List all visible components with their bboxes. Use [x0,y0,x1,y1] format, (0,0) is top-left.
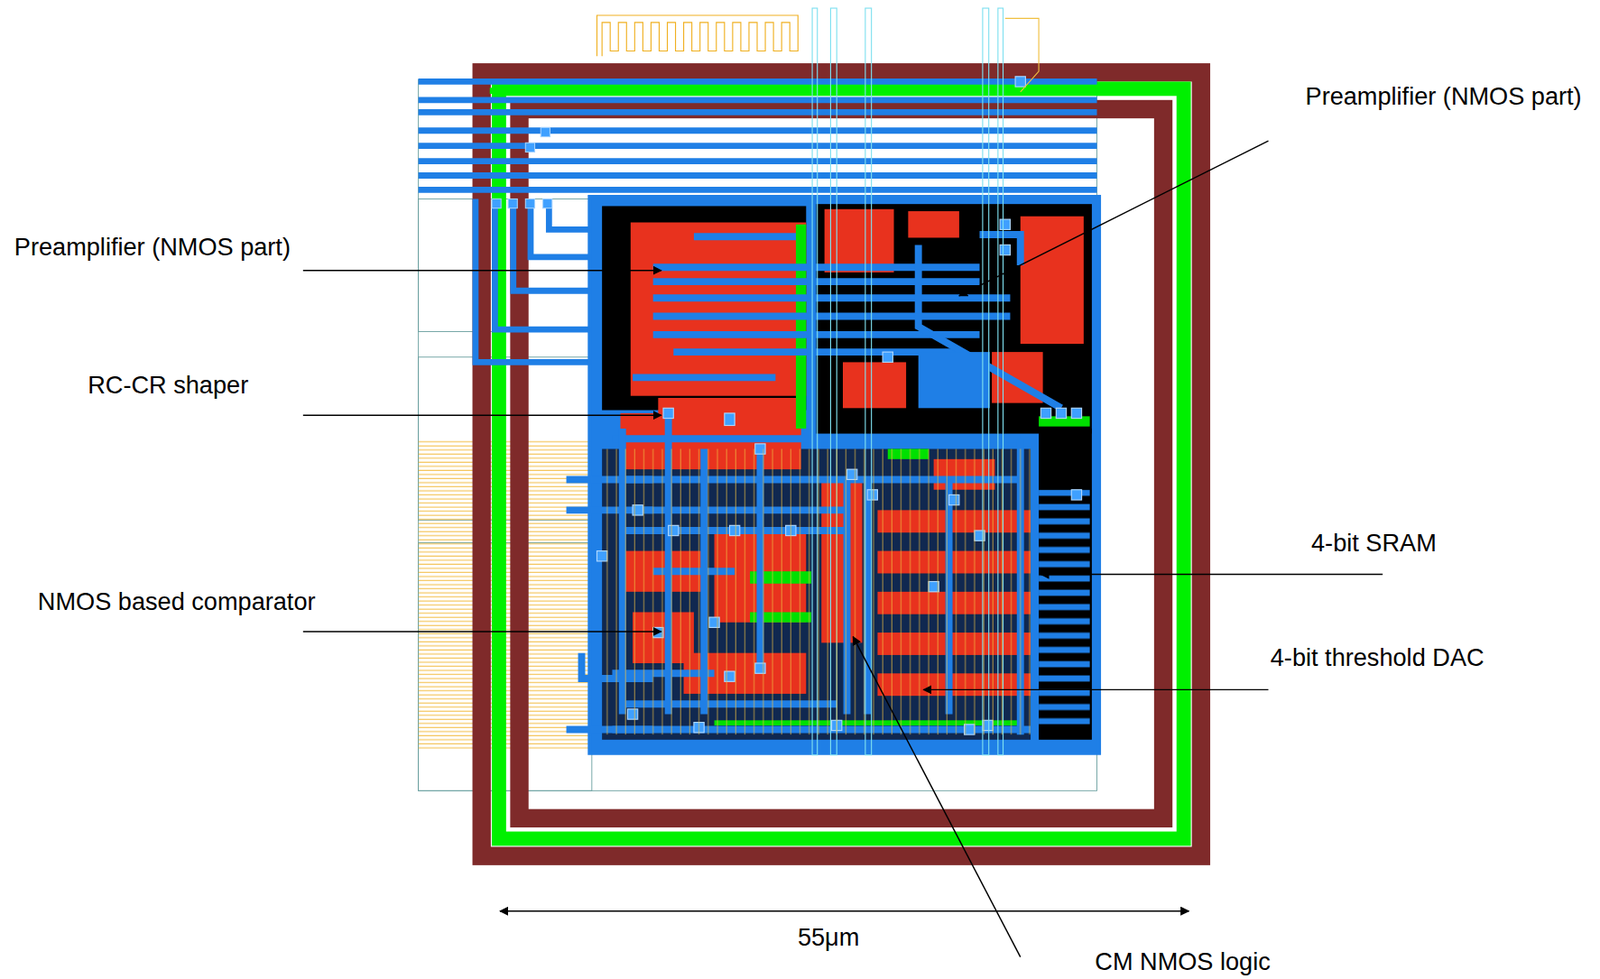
dimension-line [499,910,1189,912]
meander-resistor [596,15,798,56]
callout-label: Preamplifier (NMOS part) [1303,83,1584,112]
callout-label: NMOS based comparator [36,587,318,617]
dimension-label: 55μm [795,923,862,953]
callout-label: 4-bit SRAM [1309,528,1439,558]
leader-line [303,140,1383,958]
callout-label: Preamplifier (NMOS part) [12,232,294,262]
core-block [590,196,1100,753]
contacts [596,76,1082,735]
callout-label: 4-bit threshold DAC [1268,643,1487,673]
callout-label: CM NMOS logic [1092,947,1273,977]
guard-ring [519,109,1164,819]
callout-label: RC-CR shaper [85,371,250,401]
guard-ring [499,88,1184,839]
bus-lines [418,81,1098,190]
metal-wires [566,234,1062,735]
